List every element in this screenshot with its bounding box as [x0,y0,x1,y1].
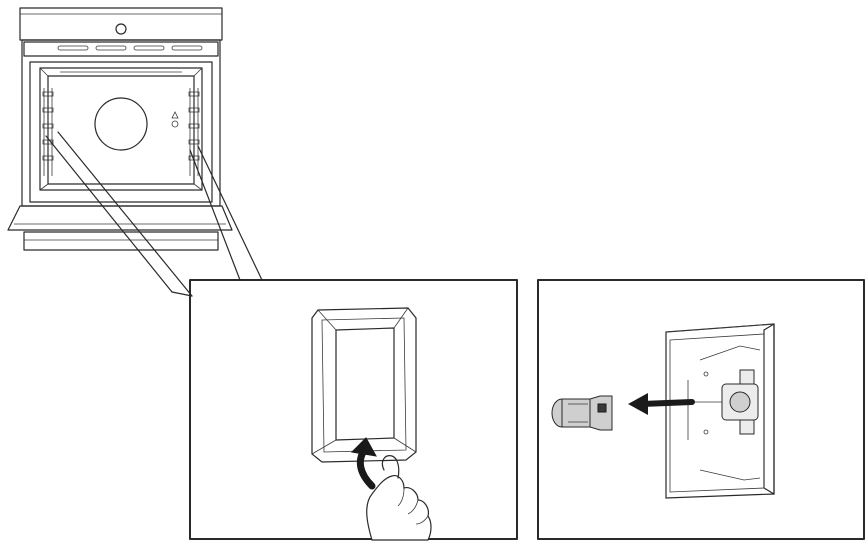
panel-remove-bulb [537,279,865,540]
lamp-holder-plate [665,323,775,499]
hand-icon [366,455,432,541]
panel-remove-lamp-cover [189,279,518,541]
oven-illustration [7,7,233,251]
oven-open-door [7,205,233,231]
oven-fan-cover-icon [94,97,148,151]
oven-side-rails-left [42,88,54,176]
oven-door-bottom [23,231,219,251]
halogen-bulb-icon [551,395,613,431]
pull-out-arrow-icon [628,393,695,415]
panel-frame-bulb [537,279,865,540]
oven-vent-strip [23,41,219,57]
oven-cavity [39,67,203,191]
callout-leader-lines [45,131,263,297]
lamp-cover-icon [311,307,417,463]
oven-control-knob-icon [115,23,127,35]
panel-frame-lamp-cover [189,279,518,540]
oven-side-rails-right [188,88,200,176]
